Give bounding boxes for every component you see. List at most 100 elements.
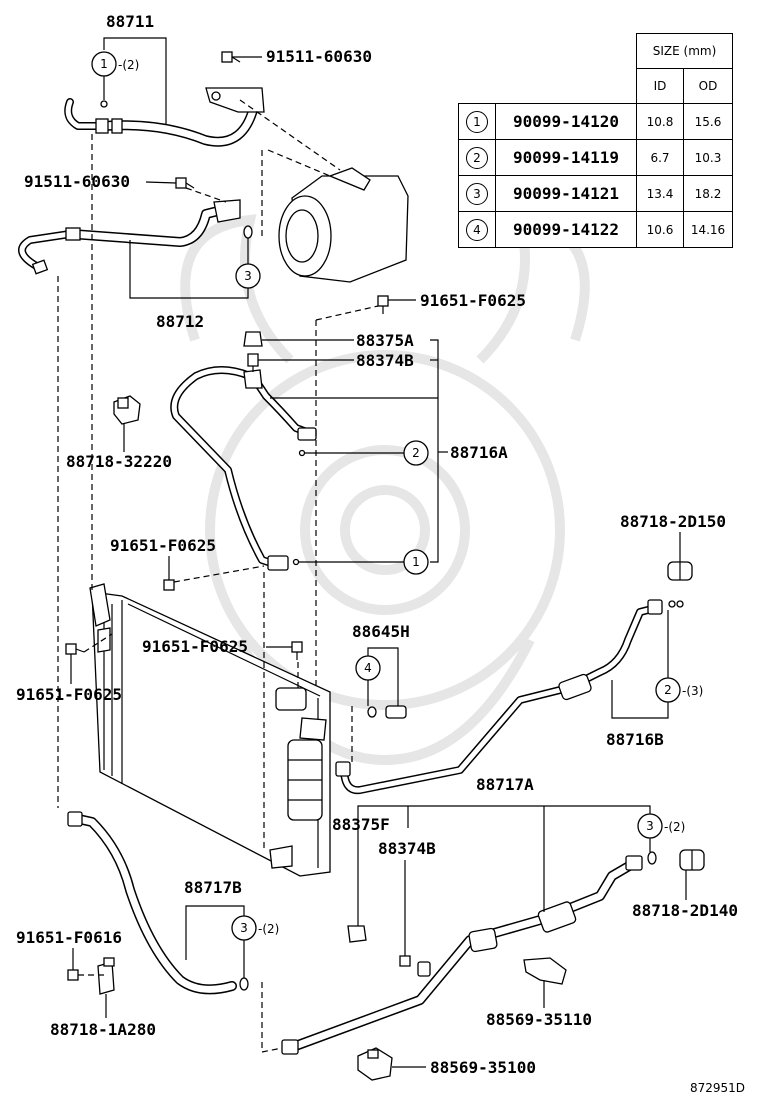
callout-ref-88716A-2: 2 <box>412 446 420 460</box>
hose-88717A <box>281 851 657 1055</box>
discharge-hose-88711 <box>64 87 265 147</box>
callout-circle-88712 <box>235 263 261 289</box>
label-88374B: 88374B <box>356 351 414 370</box>
callout-ref-88711: 1 <box>100 57 108 71</box>
size-table-part-cell: 90099-14119 <box>495 139 637 176</box>
receiver-dryer <box>275 687 323 821</box>
size-table-header: SIZE (mm) <box>636 33 733 69</box>
leader-88712 <box>129 240 249 299</box>
callout-qty-88717A: -(2) <box>664 820 685 834</box>
grommet-88718-2D150 <box>667 561 693 581</box>
size-table-ref-cell: 1 <box>458 103 496 140</box>
callout-ref-88645H: 4 <box>364 661 372 675</box>
size-table-blank-corner <box>459 34 637 104</box>
callout-circle-88716B <box>655 677 681 703</box>
grommet-88718-2D140 <box>679 849 705 871</box>
size-table-part-cell: 90099-14122 <box>495 211 637 248</box>
leader-91511-mid <box>145 181 177 184</box>
tube-88716B <box>335 599 684 795</box>
ref-circle: 3 <box>466 182 488 205</box>
label-88718-2D150: 88718-2D150 <box>620 512 726 531</box>
callout-qty-88717B: -(2) <box>258 922 279 936</box>
size-table-col-id: ID <box>636 68 684 104</box>
leader-88717B <box>185 905 245 960</box>
size-table-ref-cell: 4 <box>458 211 496 248</box>
condenser <box>89 583 331 877</box>
size-table-header-row: SIZE (mm) <box>459 33 733 69</box>
label-91651-b: 91651-F0625 <box>142 637 248 656</box>
valve-core-88374B <box>247 353 259 372</box>
leader-88711 <box>103 37 167 124</box>
callout-circle-88716A-1 <box>403 549 429 575</box>
label-88718-2D140: 88718-2D140 <box>632 901 738 920</box>
bracket-88718-32220 <box>113 395 141 425</box>
label-88569-35110: 88569-35110 <box>486 1010 592 1029</box>
valve-core-88374B-low <box>399 955 431 977</box>
size-table-ref-cell: 2 <box>458 139 496 176</box>
bolt-91511-mid <box>175 177 195 189</box>
label-91651-upper-right: 91651-F0625 <box>420 291 526 310</box>
label-88717B: 88717B <box>184 878 242 897</box>
size-table-row: 2 90099-14119 6.7 10.3 <box>458 139 733 176</box>
bracket-88716A <box>430 339 439 563</box>
bolt-91651-a <box>163 574 175 591</box>
label-88716B: 88716B <box>606 730 664 749</box>
size-table-ref-cell: 3 <box>458 175 496 212</box>
label-88645H: 88645H <box>352 622 410 641</box>
bolt-91651-F0616 <box>67 962 79 981</box>
hose-88717B <box>67 811 249 995</box>
size-table-col-od: OD <box>683 68 733 104</box>
label-88374B-low: 88374B <box>378 839 436 858</box>
size-table-id-cell: 10.8 <box>636 103 684 140</box>
size-table-part-cell: 90099-14121 <box>495 175 637 212</box>
callout-qty-88711: -(2) <box>118 58 139 72</box>
bolt-91651-upper-right <box>377 295 389 314</box>
clamp-88569-35100 <box>357 1047 393 1081</box>
size-table-od-cell: 10.3 <box>683 139 733 176</box>
label-91511-top: 91511-60630 <box>266 47 372 66</box>
size-table-id-cell: 6.7 <box>636 139 684 176</box>
label-88717A: 88717A <box>476 775 534 794</box>
callout-ref-88717A: 3 <box>646 819 654 833</box>
liquid-tube-88716A <box>170 366 317 571</box>
callout-circle-88716A-2 <box>403 440 429 466</box>
callout-ref-88712: 3 <box>244 269 252 283</box>
label-91511-mid: 91511-60630 <box>24 172 130 191</box>
label-88718-32220: 88718-32220 <box>66 452 172 471</box>
callout-ref-88717B: 3 <box>240 921 248 935</box>
label-88375F: 88375F <box>332 815 390 834</box>
label-88718-1A280: 88718-1A280 <box>50 1020 156 1039</box>
label-88716A: 88716A <box>450 443 508 462</box>
suction-hose-88712 <box>18 199 253 275</box>
bolt-91651-c <box>65 643 85 655</box>
cap-88375F <box>347 925 367 943</box>
ref-circle: 2 <box>466 146 488 169</box>
label-91651-F0616: 91651-F0616 <box>16 928 122 947</box>
leader-88717A <box>357 805 651 926</box>
size-table-row: 4 90099-14122 10.6 14.16 <box>458 211 733 248</box>
ref-circle: 4 <box>466 218 488 241</box>
label-91651-a: 91651-F0625 <box>110 536 216 555</box>
size-table-od-cell: 18.2 <box>683 175 733 212</box>
label-88712: 88712 <box>156 312 204 331</box>
oring-size-table: SIZE (mm) ID OD 1 90099-14120 10.8 15.6 … <box>458 33 733 248</box>
leader-88716B <box>611 680 669 719</box>
bolt-91651-b <box>291 641 303 660</box>
callout-ref-88716B: 2 <box>664 683 672 697</box>
size-table-od-cell: 15.6 <box>683 103 733 140</box>
size-table-id-cell: 13.4 <box>636 175 684 212</box>
compressor <box>239 99 409 283</box>
size-table-part-cell: 90099-14120 <box>495 103 637 140</box>
callout-ref-88716A-1: 1 <box>412 555 420 569</box>
size-table-id-cell: 10.6 <box>636 211 684 248</box>
size-table-row: 3 90099-14121 13.4 18.2 <box>458 175 733 212</box>
callout-qty-88716B: -(3) <box>682 684 703 698</box>
size-table-row: 1 90099-14120 10.8 15.6 <box>458 103 733 140</box>
label-88569-35100: 88569-35100 <box>430 1058 536 1077</box>
pressure-switch-88645H <box>367 705 407 719</box>
size-table-od-cell: 14.16 <box>683 211 733 248</box>
bracket-88718-1A280 <box>97 957 115 995</box>
label-88711: 88711 <box>106 12 154 31</box>
